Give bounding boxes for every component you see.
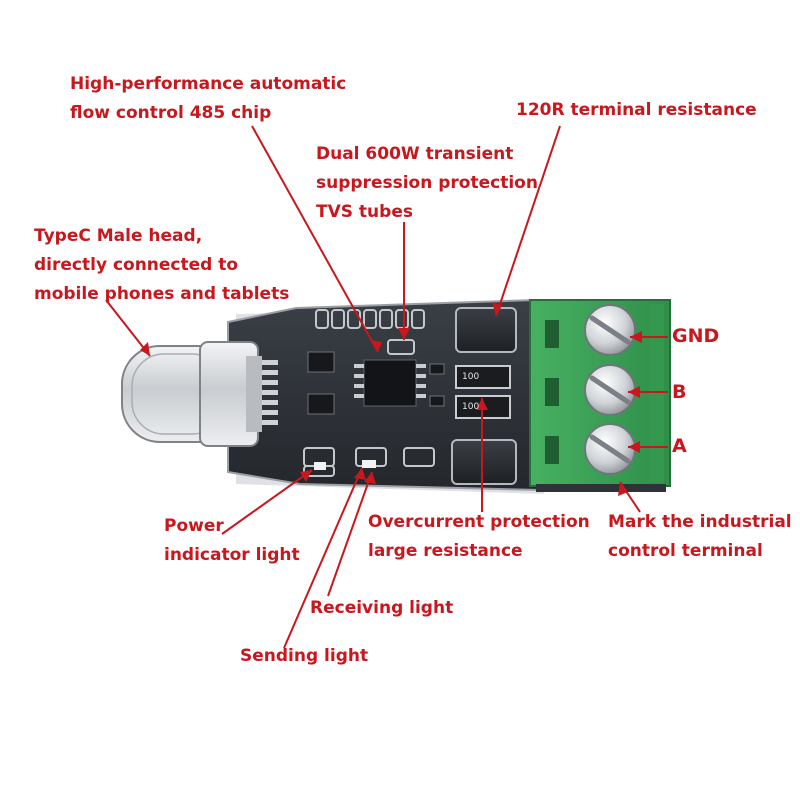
usb-c-connector [121,341,262,447]
terminal-block [529,299,671,492]
label-terminal-mark: Mark the industrial control terminal [608,512,792,561]
label-power-indicator: Power indicator light [164,516,300,565]
label-terminal-resistance: 120R terminal resistance [516,100,757,120]
resistor-marking-top: 100 [462,372,480,382]
resistor-marking-bottom: 100 [462,402,480,412]
label-gnd: GND [672,325,720,347]
tvs-diodes [451,307,517,485]
rs485-chip [354,359,426,407]
label-a: A [672,435,687,457]
label-sending-light: Sending light [240,646,369,666]
label-b: B [672,381,687,403]
label-receiving-light: Receiving light [310,598,454,618]
label-overcurrent-protection: Overcurrent protection large resistance [368,512,590,561]
label-485-chip: High-performance automatic flow control … [70,74,347,123]
label-tvs-tubes: Dual 600W transient suppression protecti… [316,144,538,222]
label-typec-head: TypeC Male head, directly connected to m… [34,226,290,304]
